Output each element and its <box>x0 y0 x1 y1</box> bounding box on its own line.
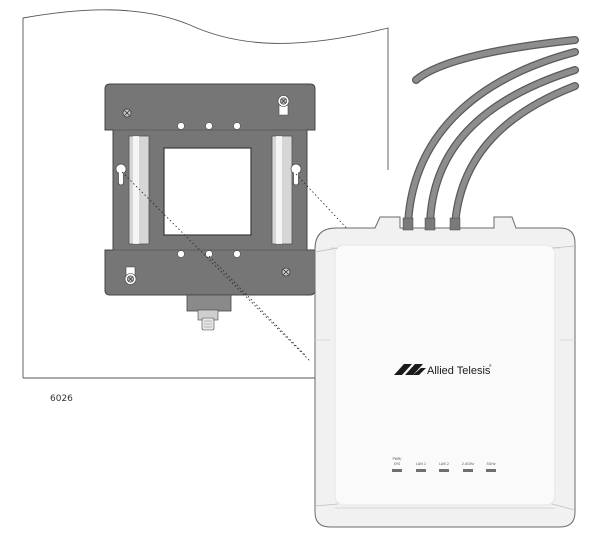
led-indicator <box>416 469 426 472</box>
led-indicator <box>392 469 402 472</box>
security-lock <box>197 309 219 331</box>
keyhole-slot-top-right <box>277 95 290 116</box>
led-indicator <box>463 469 473 472</box>
led-label: LAN 2 <box>439 462 449 466</box>
device-face <box>334 244 556 506</box>
led-power-sys: PWR/ SYS <box>392 457 402 472</box>
led-label: 5GHz <box>486 462 495 466</box>
figure-number: 6026 <box>50 394 73 404</box>
lock-tab <box>186 294 232 312</box>
alignment-lines <box>121 171 354 363</box>
upper-holes <box>177 122 241 130</box>
led-panel: PWR/ SYS LAN 1 LAN 2 2.4GHz 5GHz <box>392 457 496 472</box>
led-2-4ghz: 2.4GHz <box>462 462 475 472</box>
keyhole-slot-left <box>115 163 127 186</box>
led-label: LAN 1 <box>416 462 426 466</box>
led-indicator <box>439 469 449 472</box>
led-label-line1: PWR/ <box>393 457 403 461</box>
access-point-device: Allied Telesis ® PWR/ SYS LAN 1 LAN 2 2.… <box>314 216 576 528</box>
led-lan1: LAN 1 <box>416 462 426 472</box>
mounting-bracket <box>104 83 316 331</box>
screw-top-left <box>122 108 132 118</box>
wall-outline <box>22 9 389 378</box>
led-label: 2.4GHz <box>462 462 475 466</box>
led-indicator <box>486 469 496 472</box>
led-5ghz: 5GHz <box>486 462 496 472</box>
lower-holes <box>177 250 241 258</box>
led-lan2: LAN 2 <box>439 462 449 472</box>
brand-name: Allied Telesis <box>427 365 491 377</box>
brand-trademark: ® <box>489 364 492 368</box>
led-label: SYS <box>394 462 400 466</box>
screw-bottom-right <box>281 267 291 277</box>
brand-logo: Allied Telesis ® <box>394 364 492 377</box>
cables <box>404 36 579 229</box>
keyhole-slot-bottom-left <box>124 266 137 285</box>
